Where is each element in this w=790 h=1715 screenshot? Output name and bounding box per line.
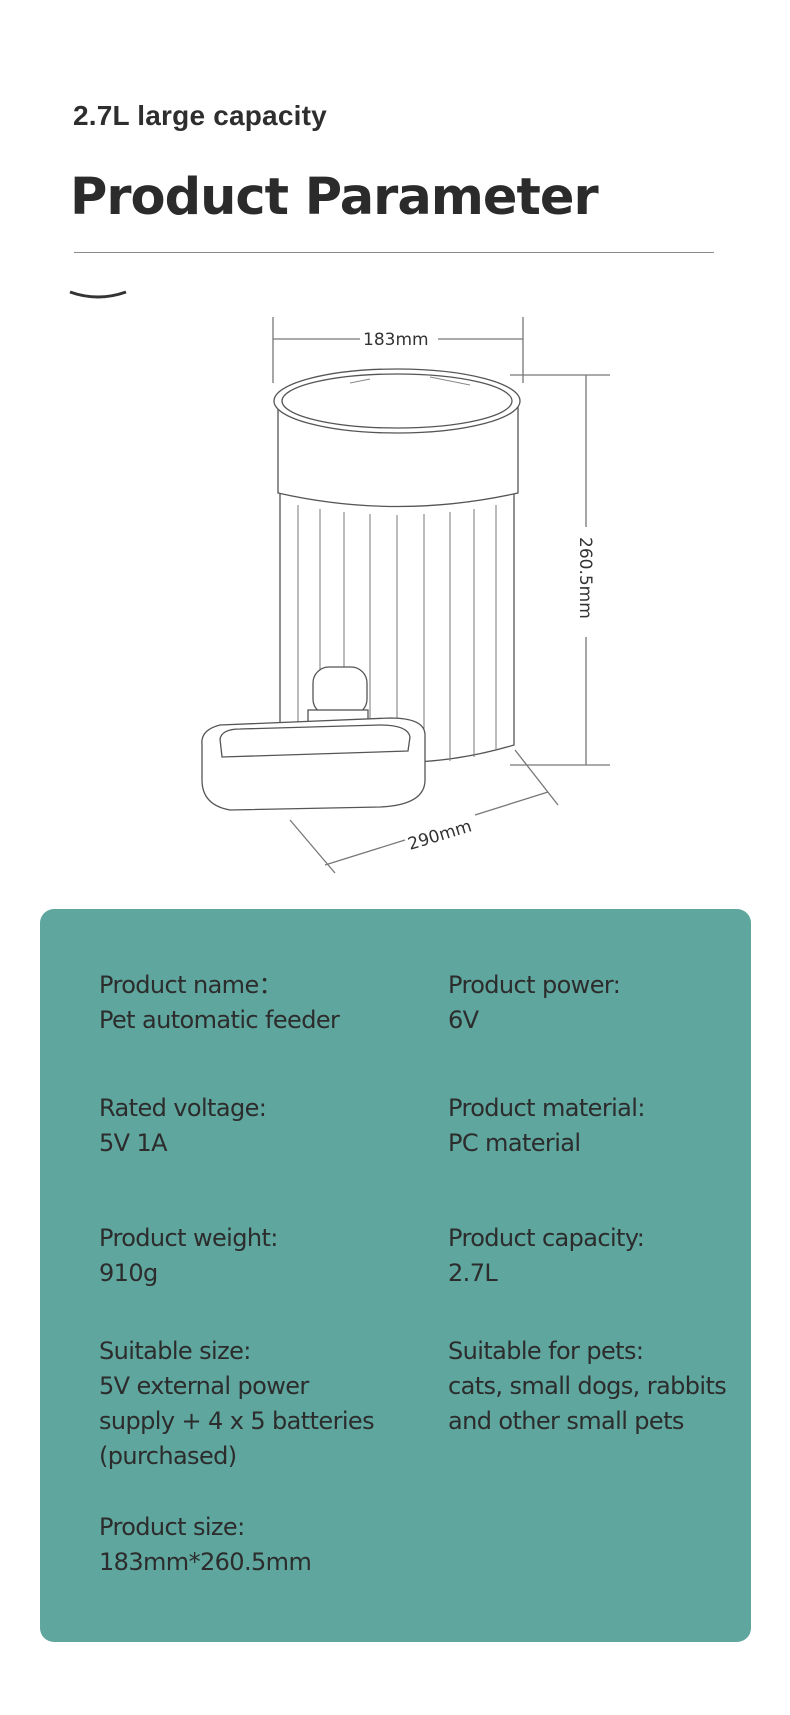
spec-rated-voltage: Rated voltage: 5V 1A <box>99 1091 267 1161</box>
product-dimension-diagram: 183mm 260.5mm 290mm <box>201 317 610 874</box>
spec-value: 183mm*260.5mm <box>99 1548 312 1576</box>
spec-product-weight: Product weight: 910g <box>99 1221 278 1291</box>
spec-value: 6V <box>448 1006 479 1034</box>
page-title: Product Parameter <box>70 168 599 227</box>
spec-value: PC material <box>448 1129 581 1157</box>
spec-product-name: Product name： Pet automatic feeder <box>99 968 340 1038</box>
spec-product-capacity: Product capacity: 2.7L <box>448 1221 645 1291</box>
spec-label: Rated voltage: <box>99 1094 267 1122</box>
spec-value-line: and other small pets <box>448 1407 684 1435</box>
spec-product-power: Product power: 6V <box>448 968 621 1038</box>
decorative-arc <box>69 290 127 299</box>
spec-label: Product weight: <box>99 1224 278 1252</box>
spec-value-line: (purchased) <box>99 1442 237 1470</box>
height-label: 260.5mm <box>575 537 595 619</box>
spec-value: 2.7L <box>448 1259 498 1287</box>
spec-label: Product power: <box>448 971 621 999</box>
spec-product-size: Product size: 183mm*260.5mm <box>99 1510 312 1580</box>
width-label: 183mm <box>363 330 429 350</box>
depth-label: 290mm <box>406 816 475 854</box>
spec-label: Product name： <box>99 971 283 999</box>
spec-value: 5V 1A <box>99 1129 168 1157</box>
spec-value-line: supply + 4 x 5 batteries <box>99 1407 375 1435</box>
spec-product-material: Product material: PC material <box>448 1091 645 1161</box>
spec-value-line: cats, small dogs, rabbits <box>448 1372 727 1400</box>
spec-label: Suitable for pets: <box>448 1337 644 1365</box>
divider <box>74 252 714 253</box>
spec-suitable-pets: Suitable for pets: cats, small dogs, rab… <box>448 1334 727 1439</box>
spec-label: Product material: <box>448 1094 645 1122</box>
spec-label: Product capacity: <box>448 1224 645 1252</box>
spec-value: Pet automatic feeder <box>99 1006 340 1034</box>
spec-label: Product size: <box>99 1513 245 1541</box>
spec-panel <box>40 909 751 1642</box>
spec-label: Suitable size: <box>99 1337 251 1365</box>
spec-suitable-size: Suitable size: 5V external power supply … <box>99 1334 375 1474</box>
spec-value-line: 5V external power <box>99 1372 309 1400</box>
spec-value: 910g <box>99 1259 158 1287</box>
subtitle: 2.7L large capacity <box>73 100 327 131</box>
